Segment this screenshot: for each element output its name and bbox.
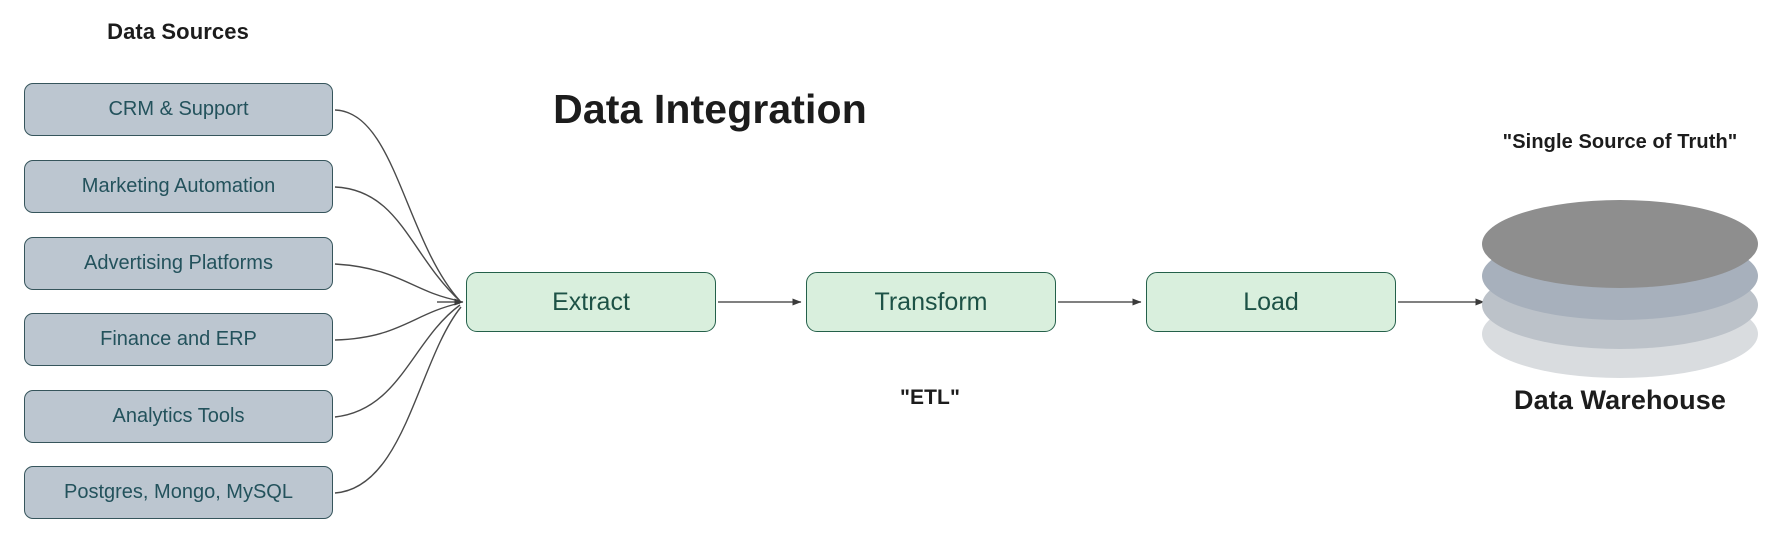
connector-src1-extract — [334, 109, 461, 302]
source-box-advertising-platforms[interactable]: Advertising Platforms — [24, 237, 333, 290]
pipeline-box-extract[interactable]: Extract — [466, 272, 716, 332]
connector-src6-extract — [334, 306, 462, 494]
single-source-of-truth-caption: "Single Source of Truth" — [1502, 131, 1738, 153]
source-box-analytics-tools[interactable]: Analytics Tools — [24, 390, 333, 443]
pipeline-box-load[interactable]: Load — [1146, 272, 1396, 332]
connector-src2-extract — [334, 186, 461, 302]
etl-caption: "ETL" — [899, 386, 961, 409]
connector-src3-extract — [334, 263, 461, 302]
connector-src4-extract — [334, 302, 461, 341]
source-box-postgres-mongo-mysql[interactable]: Postgres, Mongo, MySQL — [24, 466, 333, 519]
source-box-crm-and-support[interactable]: CRM & Support — [24, 83, 333, 136]
pipeline-box-transform[interactable]: Transform — [806, 272, 1056, 332]
data-sources-heading: Data Sources — [107, 19, 249, 44]
data-warehouse-caption: Data Warehouse — [1514, 385, 1726, 415]
source-box-marketing-automation[interactable]: Marketing Automation — [24, 160, 333, 213]
cylinder-disc-1 — [1482, 200, 1758, 288]
connector-src5-extract — [334, 304, 461, 418]
source-box-finance-and-erp[interactable]: Finance and ERP — [24, 313, 333, 366]
page-title: Data Integration — [553, 86, 867, 132]
data-warehouse-cylinder[interactable] — [1482, 200, 1758, 378]
